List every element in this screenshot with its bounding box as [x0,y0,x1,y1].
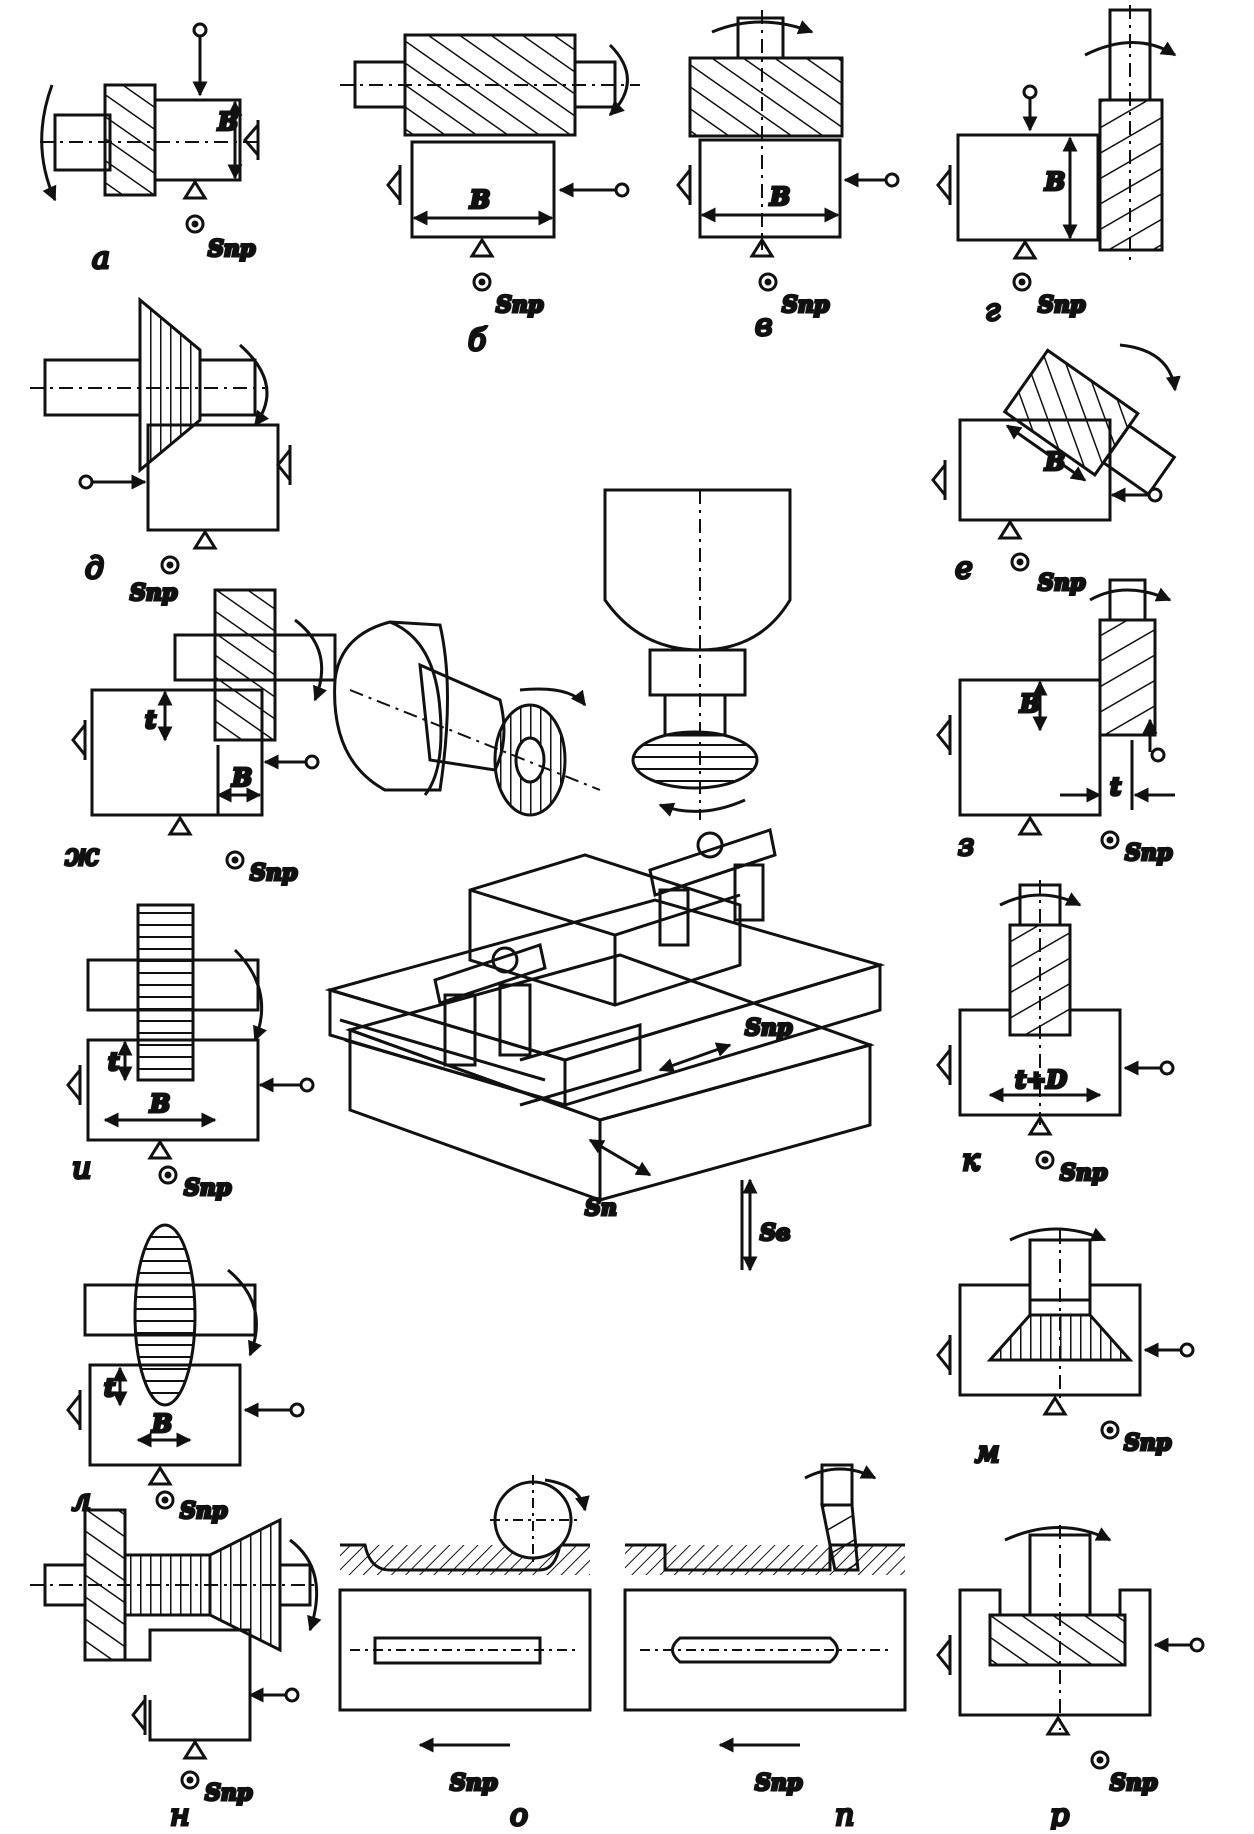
feed-e: Sпр [1038,570,1086,596]
feed-zh: Sпр [250,860,298,886]
dim-tD-k: t+D [1015,1065,1067,1094]
feed-m: Sпр [1124,1430,1172,1456]
label-n: н [170,1798,190,1830]
cutter [1002,348,1140,477]
cutter [103,83,157,197]
workpiece [86,1038,260,1142]
scheme-k [936,880,1175,1170]
radius-cutter [133,1223,197,1407]
workpiece [120,1628,252,1742]
slot [671,1636,839,1664]
t-slot-cutter [988,1613,1127,1667]
dim-t-l: t [104,1373,115,1402]
dim-B-e: B [1044,447,1065,476]
label-m: м [975,1435,1000,1470]
feed-n: Sпр [205,1780,253,1806]
feed-r: Sпр [1110,1770,1158,1796]
cutter [213,588,277,742]
feed-a: Sпр [208,236,256,262]
label-k: к [962,1143,980,1178]
label-p: п [835,1798,854,1830]
dim-t-i: t [108,1047,119,1076]
feed-l: Sпр [180,1498,228,1524]
vertical-spindle [603,488,792,820]
label-i: и [72,1151,91,1186]
feed-b: Sпр [496,292,544,318]
feed-table-cross: Sп [585,1195,617,1221]
slotting-cutter [136,903,195,1082]
feed-d: Sпр [130,580,178,606]
feed-v: Sпр [782,292,830,318]
label-v: в [755,308,772,343]
end-mill [820,1503,860,1572]
workpiece [410,140,556,239]
scheme-a [40,22,260,234]
scheme-e [931,343,1181,572]
dim-B-zh: B [231,763,252,792]
scheme-i [66,903,315,1185]
feed-g: Sпр [1038,292,1086,318]
feed-p: Sпр [755,1770,803,1796]
workpiece [698,138,842,239]
dim-B-z: B [1019,689,1040,718]
dim-B-i: B [149,1089,170,1118]
scheme-v [676,10,900,292]
feed-i: Sпр [184,1175,232,1201]
label-zh: ж [65,838,99,873]
dim-t-zh: t [145,705,156,734]
label-r: р [1050,1798,1069,1830]
workpiece [958,1588,1152,1717]
spindle [1108,578,1147,622]
cutter [688,56,844,138]
scheme-b [340,33,640,292]
horizontal-spindle [333,620,601,817]
angle-cutter [138,296,202,474]
scheme-g [936,5,1177,292]
scheme-m [936,1227,1195,1440]
label-a: а [92,241,110,276]
machine-table-assembly [324,828,886,1272]
workpiece [958,1283,1142,1397]
scheme-p [623,1463,907,1753]
dim-B-a: B [217,107,238,136]
label-b: б [468,323,487,358]
label-d: д [85,551,104,586]
dim-B-b: B [469,185,490,214]
scheme-n [30,1508,322,1790]
feed-o: Sпр [450,1770,498,1796]
workpiece [146,423,280,532]
scheme-z [936,578,1175,850]
feed-table-vertical: Sв [760,1220,790,1246]
dim-B-v: B [769,182,790,211]
cutter [1098,618,1157,737]
scheme-d [30,296,292,575]
feed-k: Sпр [1060,1160,1108,1186]
dim-t-z: t [1110,772,1121,801]
scheme-r [936,1525,1205,1770]
label-z: з [958,828,974,863]
workpiece [956,133,1100,242]
dim-B-g: B [1044,167,1065,196]
scheme-o [338,1475,592,1753]
scheme-l [66,1223,305,1510]
feed-table-longitudinal: Sпр [745,1015,793,1041]
workpiece [88,1363,242,1467]
workpiece [958,1008,1122,1117]
label-o: о [510,1798,528,1830]
scheme-zh [71,588,337,870]
label-e: е [955,551,973,586]
label-g: г [985,293,1000,328]
feed-z: Sпр [1125,840,1173,866]
dim-B-l: B [151,1409,172,1438]
workpiece [90,688,264,817]
